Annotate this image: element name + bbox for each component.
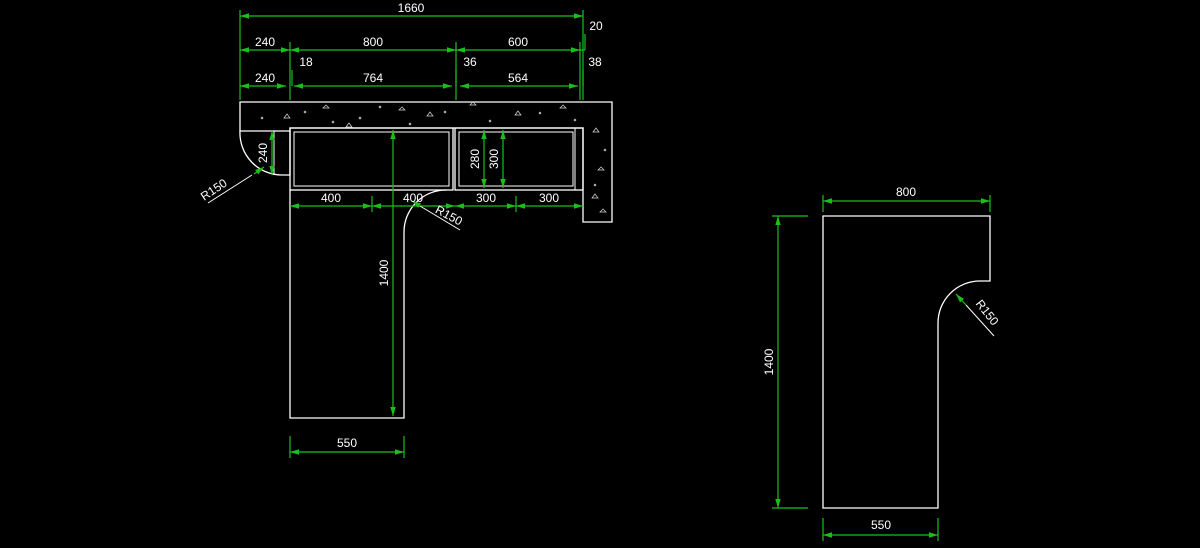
label-bottom-4: 300 [539,191,559,205]
detail-label-top: 800 [896,185,916,199]
label-bottom-2: 400 [403,191,423,205]
label-row1-3: 600 [508,35,528,49]
label-overall: 1660 [398,1,425,15]
label-left-height: 240 [256,143,270,163]
label-row2-2: 18 [299,55,313,69]
radius-center-arrow [411,200,422,209]
cabinet-left [289,127,454,191]
label-row2-3: 764 [363,71,383,85]
label-bottom-1: 400 [321,191,341,205]
cabinet-left-inner [293,131,450,187]
label-desk-width: 550 [337,436,357,450]
radius-left-leader [207,174,253,204]
label-row2-5: 564 [508,71,528,85]
label-row2-4: 36 [463,55,477,69]
label-row2-6: 38 [588,55,602,69]
cabinet-right-inner [458,131,574,187]
desk-detail-view: 800 1400 550 R150 [762,185,1002,541]
plan-view: 1660 240 800 600 20 240 18 764 36 564 38… [198,1,613,458]
label-bottom-3: 300 [476,191,496,205]
label-row1-2: 800 [363,35,383,49]
cabinet-right [454,127,584,191]
detail-radius-leader [965,304,995,337]
label-cab-280: 280 [468,149,482,169]
radius-center-leader [419,205,461,231]
label-row1-1: 240 [255,35,275,49]
detail-label-height: 1400 [762,348,776,375]
concrete-hatch [260,101,607,213]
detail-label-radius: R150 [973,297,1002,328]
detail-label-bottom: 550 [871,518,891,532]
label-row1-4: 20 [589,19,603,33]
label-row2-1: 240 [255,71,275,85]
left-column-arc [239,130,291,176]
detail-outline [822,215,991,509]
label-desk-length: 1400 [377,259,391,286]
detail-radius-arrow [955,293,967,306]
label-cab-300: 300 [487,149,501,169]
desk-outline [289,189,447,419]
radius-left-arrow [253,166,265,175]
